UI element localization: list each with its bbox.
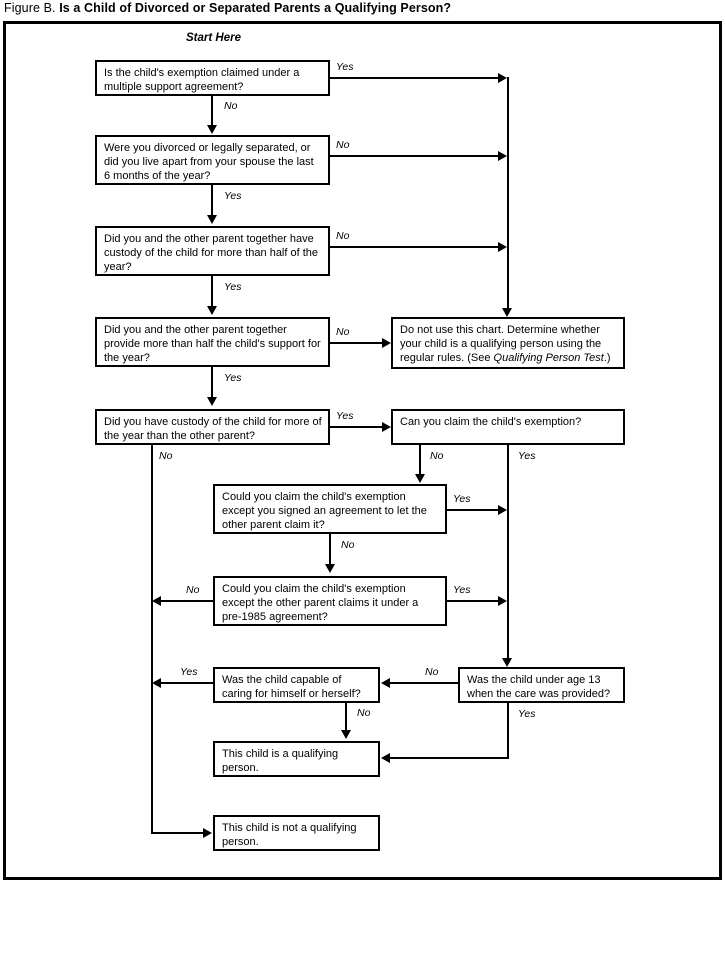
connector-multiple-support-yes	[330, 77, 500, 79]
connector-under-age-13-no	[388, 682, 458, 684]
do-not-use-text-part2: .)	[603, 352, 611, 365]
connector-could-claim-pre-1985-no	[160, 600, 213, 602]
connector-could-claim-signed-yes	[447, 509, 500, 511]
connector-under-age-13-yes-horizontal	[388, 757, 509, 759]
node-divorced-separated[interactable]: Were you divorced or legally separated, …	[95, 135, 330, 185]
edge-label-no-3: No	[336, 230, 350, 242]
figure-heading: Is a Child of Divorced or Separated Pare…	[59, 1, 452, 15]
node-is-qualifying-person[interactable]: This child is a qualifying person.	[213, 741, 380, 777]
connector-child-capable-no	[345, 703, 347, 732]
edge-label-yes-8: Yes	[453, 584, 471, 596]
arrowhead-into-is-qualifying-from-age	[381, 752, 390, 763]
connector-support-together-yes	[211, 367, 213, 398]
edge-label-yes-3: Yes	[224, 281, 242, 293]
edge-label-yes-6: Yes	[518, 450, 536, 462]
arrowhead-custody-more-yes	[382, 421, 391, 432]
node-custody-together[interactable]: Did you and the other parent together ha…	[95, 226, 330, 276]
node-child-capable-of-caring[interactable]: Was the child capable of caring for hims…	[213, 667, 380, 703]
connector-custody-together-no	[330, 246, 500, 248]
connector-left-trunk-to-not-qualifying	[151, 832, 205, 834]
edge-label-yes-5: Yes	[336, 410, 354, 422]
arrowhead-support-together-no	[382, 337, 391, 348]
connector-custody-together-yes	[211, 276, 213, 307]
node-could-claim-pre-1985[interactable]: Could you claim the child's exemption ex…	[213, 576, 447, 626]
arrowhead-divorced-separated-no	[498, 150, 507, 161]
connector-support-together-no	[330, 342, 384, 344]
arrowhead-could-claim-signed-yes	[498, 504, 507, 515]
arrowhead-into-do-not-use	[502, 308, 512, 317]
connector-could-claim-pre-1985-yes	[447, 600, 500, 602]
arrowhead-under-age-13-no	[381, 677, 390, 688]
arrowhead-into-under-age-13	[502, 658, 512, 667]
edge-label-no-10: No	[357, 707, 371, 719]
edge-label-no-8: No	[186, 584, 200, 596]
edge-label-yes-4: Yes	[224, 372, 242, 384]
arrowhead-could-claim-pre-1985-no	[152, 595, 161, 606]
arrowhead-into-could-claim-pre-1985	[324, 564, 335, 573]
connector-right-lower-trunk	[507, 445, 509, 664]
node-custody-more[interactable]: Did you have custody of the child for mo…	[95, 409, 330, 445]
edge-label-yes-10: Yes	[180, 666, 198, 678]
edge-label-no-5: No	[159, 450, 173, 462]
arrowhead-custody-together-no	[498, 241, 507, 252]
edge-label-no-7: No	[341, 539, 355, 551]
arrowhead-into-is-qualifying	[340, 730, 351, 739]
arrowhead-into-support-together	[206, 306, 217, 315]
edge-label-no-4: No	[336, 326, 350, 338]
arrowhead-multiple-support-yes	[498, 72, 507, 83]
node-do-not-use-chart[interactable]: Do not use this chart. Determine whether…	[391, 317, 625, 369]
node-not-qualifying-person[interactable]: This child is not a qualifying person.	[213, 815, 380, 851]
connector-left-trunk	[151, 445, 153, 834]
edge-label-no-1: No	[224, 100, 238, 112]
node-can-claim-exemption[interactable]: Can you claim the child's exemption?	[391, 409, 625, 445]
connector-under-age-13-yes-vertical	[507, 703, 509, 758]
figure-label: Figure B.	[4, 1, 56, 15]
connector-right-trunk	[507, 77, 509, 314]
start-here-label: Start Here	[186, 32, 241, 44]
edge-label-no-9: No	[425, 666, 439, 678]
edge-label-yes-7: Yes	[453, 493, 471, 505]
connector-multiple-support-no	[211, 96, 213, 127]
arrowhead-into-custody-together	[206, 215, 217, 224]
arrowhead-into-not-qualifying	[203, 828, 212, 838]
arrowhead-into-could-claim-signed	[414, 474, 425, 483]
arrowhead-into-divorced-separated	[206, 125, 217, 134]
node-child-under-age-13[interactable]: Was the child under age 13 when the care…	[458, 667, 625, 703]
edge-label-yes-9: Yes	[518, 708, 536, 720]
connector-custody-more-yes	[330, 426, 384, 428]
edge-label-no-2: No	[336, 139, 350, 151]
connector-child-capable-yes	[160, 682, 213, 684]
connector-can-claim-no	[419, 445, 421, 476]
node-multiple-support[interactable]: Is the child's exemption claimed under a…	[95, 60, 330, 96]
connector-could-claim-signed-no	[329, 534, 331, 565]
connector-divorced-separated-no	[330, 155, 500, 157]
arrowhead-child-capable-yes	[152, 677, 161, 688]
do-not-use-text-part1: Do not use this chart. Determine whether…	[400, 324, 602, 365]
edge-label-yes-1: Yes	[336, 61, 354, 73]
arrowhead-into-custody-more	[206, 397, 217, 406]
qualifying-person-test-reference: Qualifying Person Test	[493, 352, 604, 365]
node-could-claim-signed-agreement[interactable]: Could you claim the child's exemption ex…	[213, 484, 447, 534]
connector-divorced-separated-yes	[211, 185, 213, 216]
edge-label-no-6: No	[430, 450, 444, 462]
page-title: Figure B. Is a Child of Divorced or Sepa…	[4, 1, 451, 15]
node-support-together[interactable]: Did you and the other parent together pr…	[95, 317, 330, 367]
edge-label-yes-2: Yes	[224, 190, 242, 202]
arrowhead-could-claim-pre-1985-yes	[498, 595, 507, 606]
